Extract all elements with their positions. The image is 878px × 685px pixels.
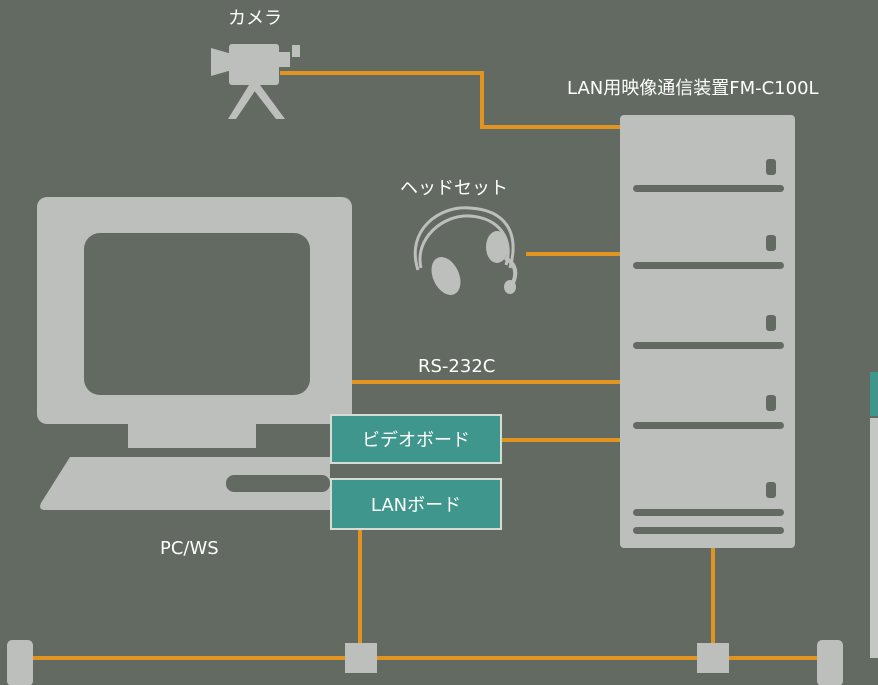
edge-panel-body: [870, 418, 878, 658]
camera-label: カメラ: [228, 8, 282, 29]
edge-panel-header: [870, 372, 878, 416]
cables: [28, 71, 822, 660]
terminator-right: [817, 640, 843, 685]
pcws-label: PC/WS: [160, 538, 219, 559]
monitor-stand: [128, 424, 256, 448]
rs232c-label: RS-232C: [418, 356, 496, 377]
camera-cable: [280, 71, 620, 129]
keyboard: [40, 457, 330, 510]
keyboard-slot: [226, 475, 330, 492]
headset-icon: [413, 206, 518, 295]
device-label: LAN用映像通信装置FM-C100L: [567, 78, 819, 99]
lan-tap-pc: [345, 643, 377, 673]
video-board: ビデオボード: [330, 414, 502, 464]
lan-board: LANボード: [330, 478, 502, 530]
device-tower-icon: [620, 115, 795, 548]
lan-tap-device: [697, 643, 729, 673]
headset-label: ヘッドセット: [400, 178, 508, 199]
terminator-left: [7, 640, 33, 685]
monitor-screen: [84, 233, 310, 395]
pc-ws-icon: [37, 197, 352, 510]
camera-icon: [211, 44, 300, 119]
